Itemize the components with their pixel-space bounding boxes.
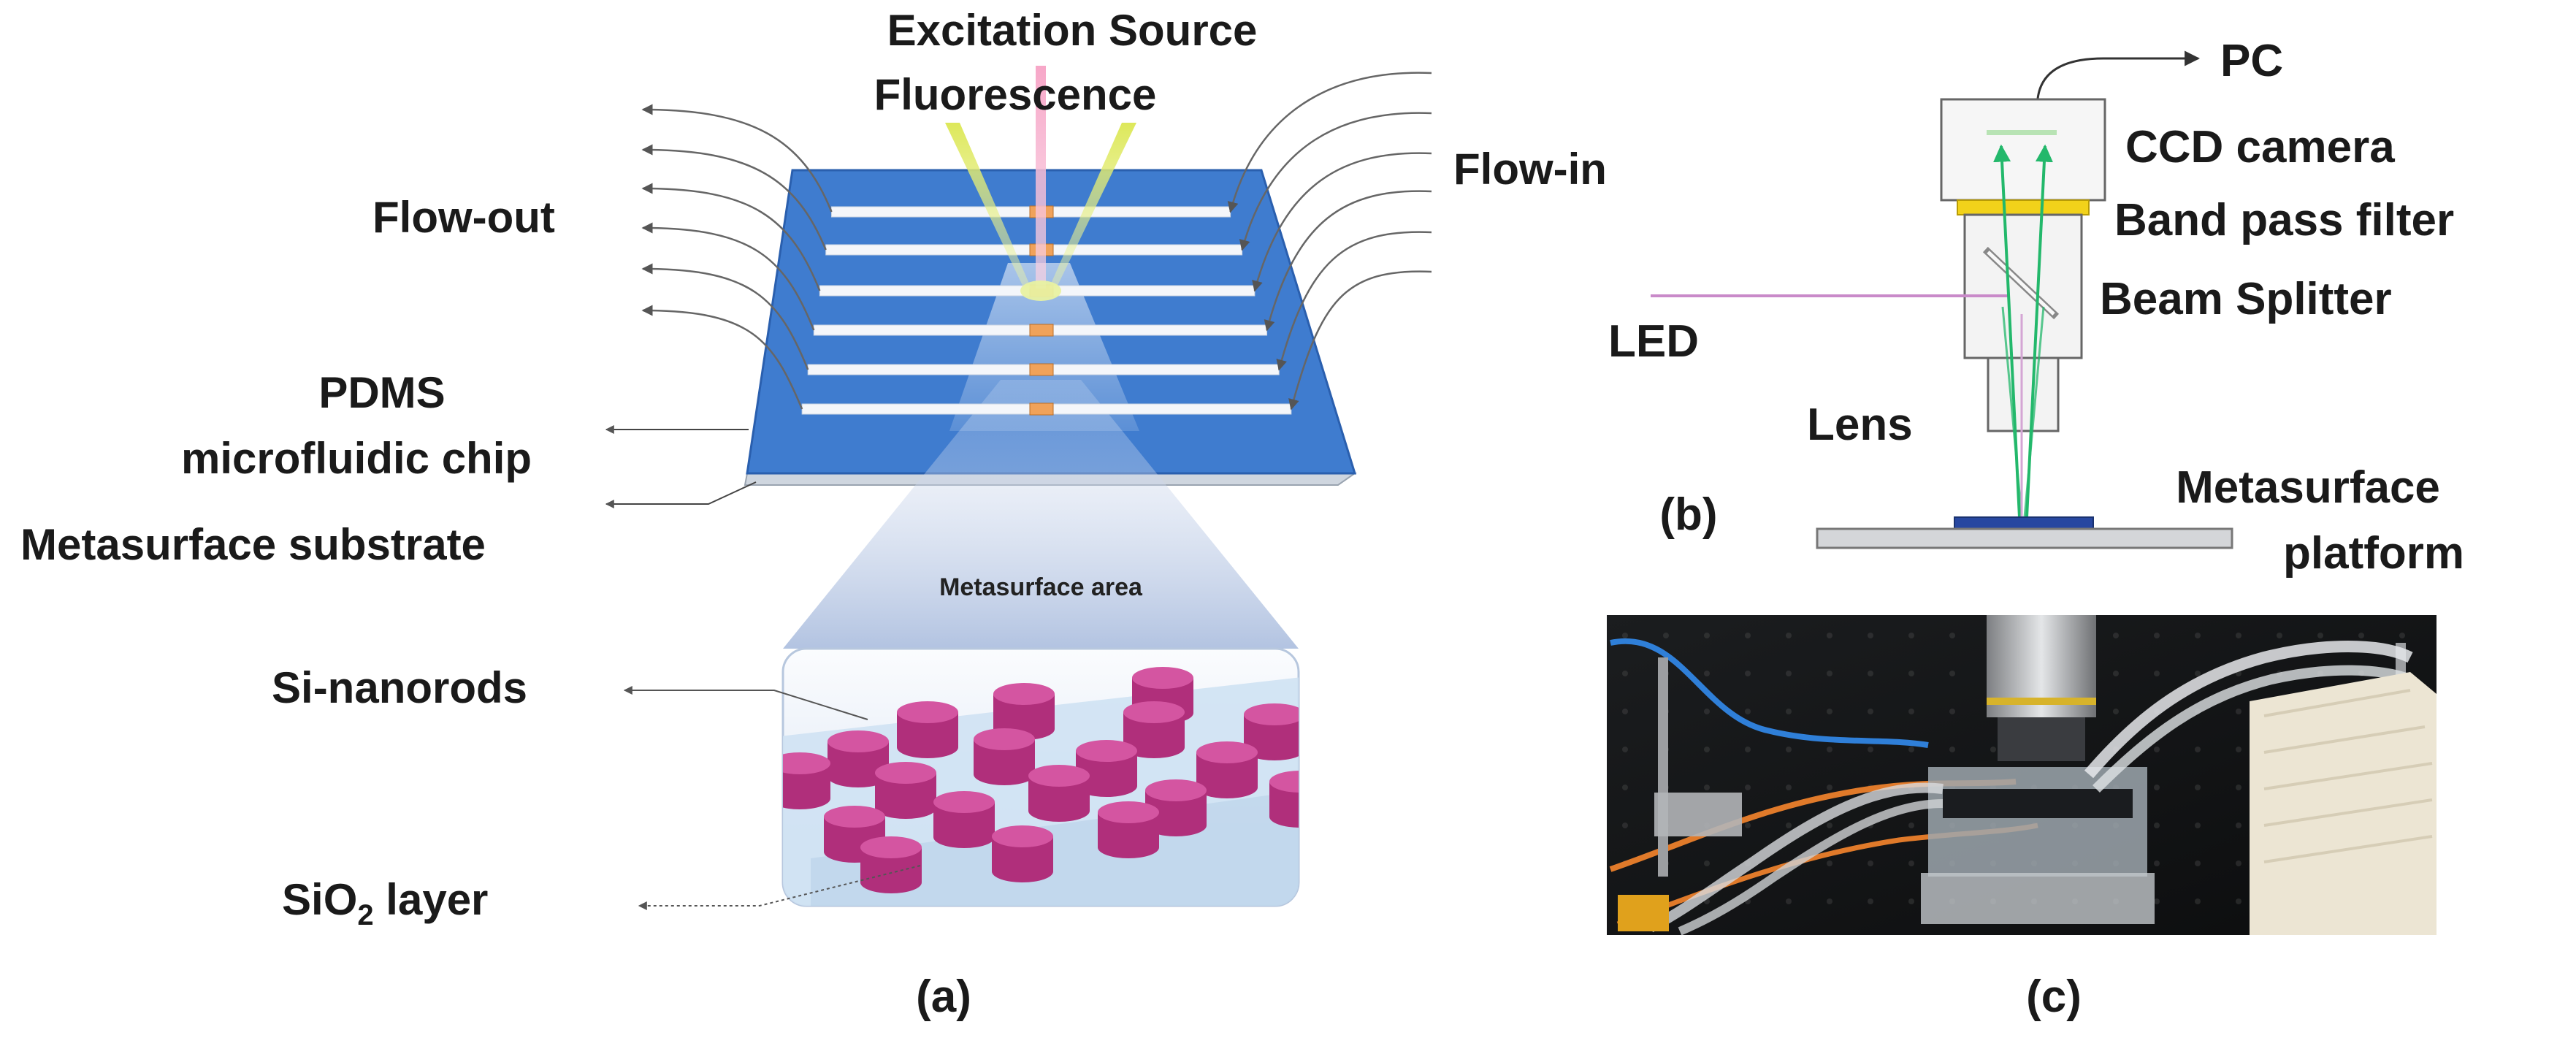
flow-in-arrow (1227, 72, 1432, 213)
channel-row (825, 243, 1243, 256)
si-nanorod (1145, 779, 1207, 836)
excitation-beam (1036, 66, 1046, 289)
panel-b-caption: (b) (1659, 489, 1717, 540)
optical-path-right-down (2023, 306, 2045, 518)
si-nanorod (1269, 771, 1299, 828)
si-nanorod (828, 730, 889, 787)
channel-row (801, 402, 1292, 416)
substrate-pointer (605, 481, 757, 508)
channel-row (830, 205, 1231, 218)
si-nanorod (783, 752, 830, 809)
flow-in-arrow (1276, 231, 1432, 371)
fluorescence-beam-right (1049, 123, 1136, 289)
metasurface-zoom-fan (783, 380, 1299, 649)
flow-out-arrow (641, 222, 815, 331)
si-nanorod (992, 825, 1053, 882)
si-nanorod (860, 836, 922, 893)
channel-row (813, 324, 1268, 337)
panel-a: Excitation Source Fluorescence Flow-out … (20, 6, 1607, 1022)
detection-pad (1029, 363, 1054, 376)
si-nanorod (933, 791, 995, 848)
fluorescence-beam-left (945, 123, 1031, 289)
panel-a-caption: (a) (916, 972, 971, 1022)
metasurface-substrate-label: Metasurface substrate (20, 520, 486, 569)
ccd-camera-label: CCD camera (2125, 122, 2395, 172)
flow-in-label: Flow-in (1453, 145, 1607, 194)
nanorod-pointer (623, 686, 868, 720)
led-label: LED (1608, 316, 1699, 367)
si-nanorod (1028, 765, 1090, 822)
fluorescence-label: Fluorescence (874, 70, 1157, 119)
panel-c: (c) (1607, 615, 2437, 1022)
detection-pad (1029, 402, 1054, 416)
beam-splitter-label: Beam Splitter (2100, 274, 2392, 324)
sio2-layer-label: SiO2 layer (282, 875, 488, 931)
si-nanorods-label: Si-nanorods (272, 663, 527, 712)
si-nanorod (875, 762, 936, 819)
flow-out-label: Flow-out (372, 193, 555, 242)
flow-in-arrow (1264, 190, 1432, 332)
channel-row (807, 363, 1280, 376)
pdms-label-line1: PDMS (318, 368, 445, 417)
flow-out-arrow (641, 104, 833, 213)
objective-lens (1987, 356, 2060, 432)
si-nanorod (1123, 701, 1185, 758)
si-nanorod (1098, 801, 1159, 858)
band-pass-filter-label: Band pass filter (2114, 195, 2454, 245)
ccd-camera (1940, 98, 2106, 202)
sio2-pointer (638, 865, 921, 910)
flow-out-arrow (641, 183, 821, 291)
flow-arrows (641, 72, 1432, 411)
band-pass-filter (1957, 199, 2090, 215)
flow-in-arrow (1288, 270, 1432, 411)
panel-b: PC CCD camera Band pass filter Beam Spli… (1608, 36, 2464, 579)
excitation-source-label: Excitation Source (887, 6, 1258, 55)
ccd-sensor (1987, 130, 2057, 135)
metasurface-platform-label-line2: platform (2283, 528, 2464, 579)
photo-printed-block (2250, 672, 2437, 935)
metasurface-sample (1954, 516, 2094, 530)
si-nanorod (1076, 740, 1137, 797)
si-nanorod (1196, 741, 1258, 798)
flow-out-arrow (641, 144, 827, 251)
si-nanorod (897, 701, 958, 758)
flow-out-arrow (641, 263, 809, 370)
flow-in-arrow (1239, 112, 1432, 251)
detection-pad (1029, 324, 1054, 337)
metasurface-platform-label-line1: Metasurface (2176, 462, 2440, 513)
optical-path-left-down (2001, 306, 2023, 518)
metasurface-platform (1816, 527, 2233, 549)
si-nanorods-array (783, 667, 1299, 893)
lens-label: Lens (1807, 400, 1913, 450)
flow-out-arrow (641, 305, 803, 410)
si-nanorod (1244, 703, 1299, 760)
panel-c-caption: (c) (2026, 972, 2082, 1022)
flow-in-arrow (1252, 152, 1432, 292)
pc-cable (2036, 50, 2201, 99)
metasurface-area-label: Metasurface area (939, 573, 1143, 601)
setup-photo (1607, 615, 2437, 936)
photo-chip-holder (1928, 767, 2147, 877)
metasurface-light-cone (949, 263, 1139, 431)
pc-label: PC (2220, 36, 2283, 86)
focus-spot (1020, 281, 1061, 301)
si-nanorod (974, 728, 1035, 785)
pdms-label-line2: microfluidic chip (181, 434, 532, 483)
